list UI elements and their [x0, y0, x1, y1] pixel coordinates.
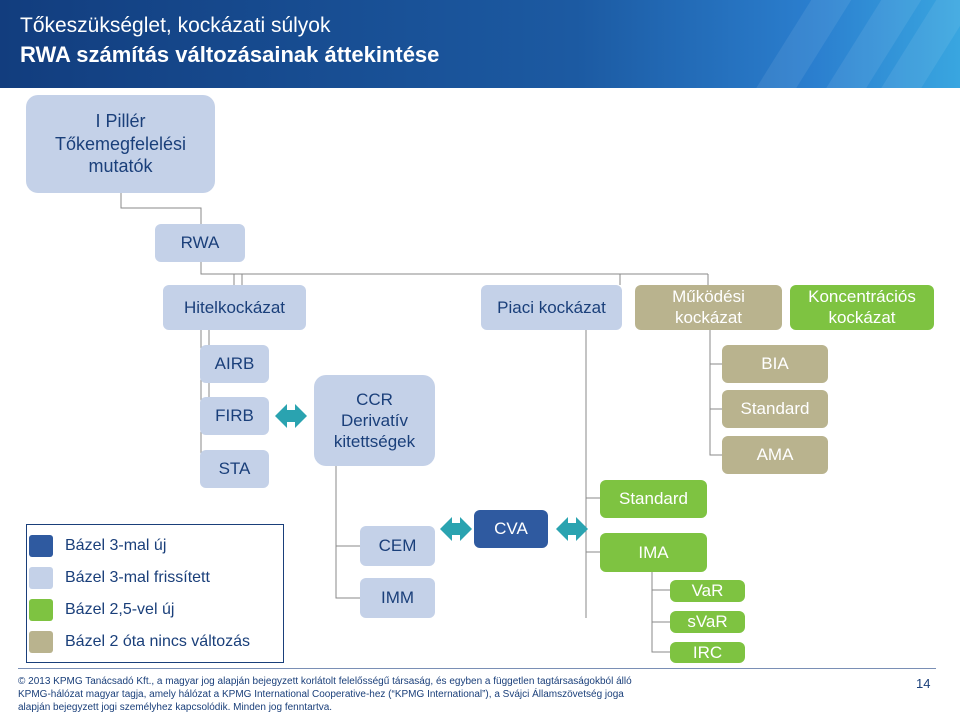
operational-risk-box: Működési kockázat: [635, 285, 782, 330]
legend-item: Bázel 2,5-vel új: [27, 599, 282, 625]
legend-item: Bázel 2 óta nincs változás: [27, 631, 282, 657]
legend-swatch: [29, 567, 53, 589]
footer-divider: [18, 668, 936, 669]
concentration-risk-box: Koncentrációs kockázat: [790, 285, 934, 330]
rwa-box: RWA: [155, 224, 245, 262]
airb-box: AIRB: [200, 345, 269, 383]
credit-risk-box: Hitelkockázat: [163, 285, 306, 330]
ima-box: IMA: [600, 533, 707, 572]
legend-swatch: [29, 535, 53, 557]
firb-box: FIRB: [200, 397, 269, 435]
header-banner: Tőkeszükséglet, kockázati súlyok RWA szá…: [0, 0, 960, 88]
ccr-box: CCR Derivatív kitettségek: [314, 375, 435, 466]
var-box: VaR: [670, 580, 745, 602]
bia-box: BIA: [722, 345, 828, 383]
legend-label: Bázel 3-mal új: [65, 537, 167, 554]
legend-swatch: [29, 631, 53, 653]
market-risk-box: Piaci kockázat: [481, 285, 622, 330]
legend-label: Bázel 2 óta nincs változás: [65, 633, 250, 650]
imm-box: IMM: [360, 578, 435, 618]
legend-item: Bázel 3-mal frissített: [27, 567, 282, 593]
ama-box: AMA: [722, 436, 828, 474]
slide-subtitle: RWA számítás változásainak áttekintése: [20, 42, 440, 67]
page-number: 14: [916, 676, 931, 691]
slide-title: Tőkeszükséglet, kockázati súlyok: [20, 14, 331, 37]
cem-box: CEM: [360, 526, 435, 566]
sta-box: STA: [200, 450, 269, 488]
legend-swatch: [29, 599, 53, 621]
irc-box: IRC: [670, 642, 745, 663]
op-standard-box: Standard: [722, 390, 828, 428]
legend-label: Bázel 3-mal frissített: [65, 569, 210, 586]
pillar-box: I Pillér Tőkemegfelelési mutatók: [26, 95, 215, 193]
legend-label: Bázel 2,5-vel új: [65, 601, 175, 618]
legend-item: Bázel 3-mal új: [27, 535, 282, 561]
svar-box: sVaR: [670, 611, 745, 633]
legend: Bázel 3-mal új Bázel 3-mal frissített Bá…: [26, 524, 284, 663]
footer-copyright: © 2013 KPMG Tanácsadó Kft., a magyar jog…: [18, 676, 632, 713]
cva-box: CVA: [474, 510, 548, 548]
market-standard-box: Standard: [600, 480, 707, 518]
